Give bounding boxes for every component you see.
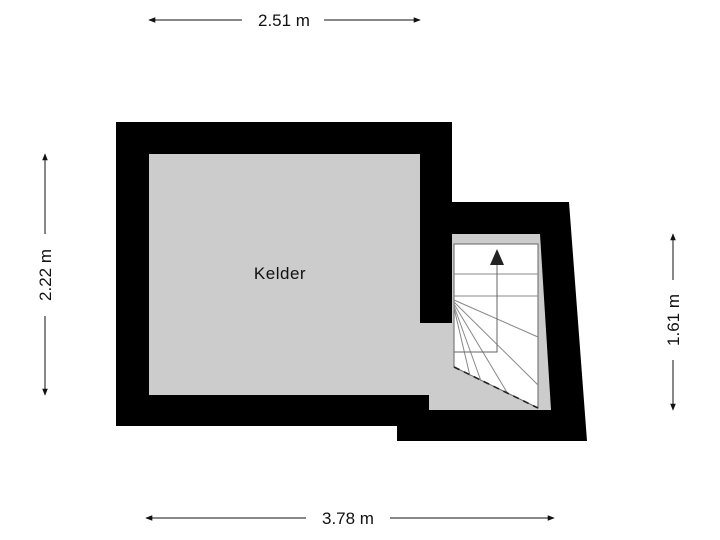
dimension-top: 2.51 m — [148, 11, 421, 30]
dimension-bottom-label: 3.78 m — [322, 509, 374, 528]
stair-direction-arrow-icon — [490, 249, 504, 265]
dimension-right: 1.61 m — [664, 233, 683, 411]
dimension-left: 2.22 m — [36, 153, 55, 396]
dimension-right-label: 1.61 m — [664, 294, 683, 346]
staircase — [453, 243, 539, 409]
dimension-top-label: 2.51 m — [258, 11, 310, 30]
dimension-bottom: 3.78 m — [145, 509, 555, 528]
room-floor-kelder — [149, 154, 551, 410]
dimension-left-label: 2.22 m — [36, 249, 55, 301]
room-label-kelder: Kelder — [254, 264, 306, 283]
